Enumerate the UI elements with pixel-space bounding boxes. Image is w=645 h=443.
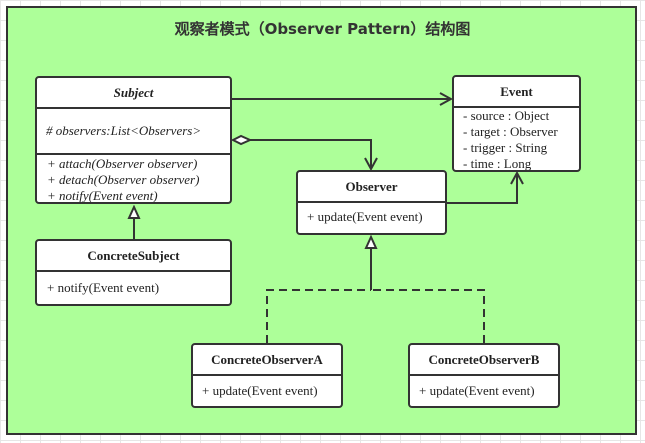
event-attribute-source: - source : Object bbox=[463, 108, 550, 123]
concrete-observer-a-methods: + update(Event event) bbox=[193, 376, 341, 399]
event-attributes: - source : Object - target : Observer - … bbox=[454, 108, 579, 171]
concrete-subject-methods: + notify(Event event) bbox=[37, 272, 230, 296]
concrete-observer-b-methods: + update(Event event) bbox=[410, 376, 558, 399]
concrete-subject-class-name: ConcreteSubject bbox=[37, 241, 230, 272]
diagram-title: 观察者模式（Observer Pattern）结构图 bbox=[174, 20, 471, 38]
observer-event-association bbox=[447, 173, 517, 204]
event-class-name: Event bbox=[454, 77, 579, 108]
observer-b-realization bbox=[371, 289, 485, 343]
subject-attributes: # observers:List<Observers> bbox=[37, 109, 230, 155]
concrete-observer-b-method-update: + update(Event event) bbox=[419, 383, 535, 398]
subject-class[interactable]: Subject # observers:List<Observers> + at… bbox=[35, 76, 232, 204]
observer-methods: + update(Event event) bbox=[298, 203, 445, 225]
concrete-subject-method-notify: + notify(Event event) bbox=[47, 280, 160, 295]
event-attribute-time: - time : Long bbox=[463, 156, 532, 171]
concrete-observer-a-class-name: ConcreteObserverA bbox=[193, 345, 341, 376]
observer-class-name: Observer bbox=[298, 172, 445, 203]
event-attribute-target: - target : Observer bbox=[463, 124, 558, 139]
observer-a-realization bbox=[266, 289, 371, 343]
concrete-observer-a-method-update: + update(Event event) bbox=[202, 383, 318, 398]
subject-method-notify: + notify(Event event) bbox=[47, 188, 158, 203]
aggregation-diamond bbox=[230, 134, 253, 146]
observer-method-update: + update(Event event) bbox=[307, 209, 423, 224]
event-attribute-trigger: - trigger : String bbox=[463, 140, 548, 155]
subject-method-detach: + detach(Observer observer) bbox=[47, 172, 200, 187]
event-class[interactable]: Event - source : Object - target : Obser… bbox=[452, 75, 581, 172]
subject-observer-aggregation bbox=[250, 139, 371, 169]
subject-method-attach: + attach(Observer observer) bbox=[47, 156, 198, 171]
concrete-subject-class[interactable]: ConcreteSubject + notify(Event event) bbox=[35, 239, 232, 306]
concrete-observer-a-class[interactable]: ConcreteObserverA + update(Event event) bbox=[191, 343, 343, 408]
subject-methods: + attach(Observer observer) + detach(Obs… bbox=[37, 155, 230, 203]
observer-class[interactable]: Observer + update(Event event) bbox=[296, 170, 447, 235]
subject-attribute: # observers:List<Observers> bbox=[46, 123, 202, 138]
concrete-observer-b-class-name: ConcreteObserverB bbox=[410, 345, 558, 376]
concrete-observer-b-class[interactable]: ConcreteObserverB + update(Event event) bbox=[408, 343, 560, 408]
subject-class-name: Subject bbox=[37, 78, 230, 109]
